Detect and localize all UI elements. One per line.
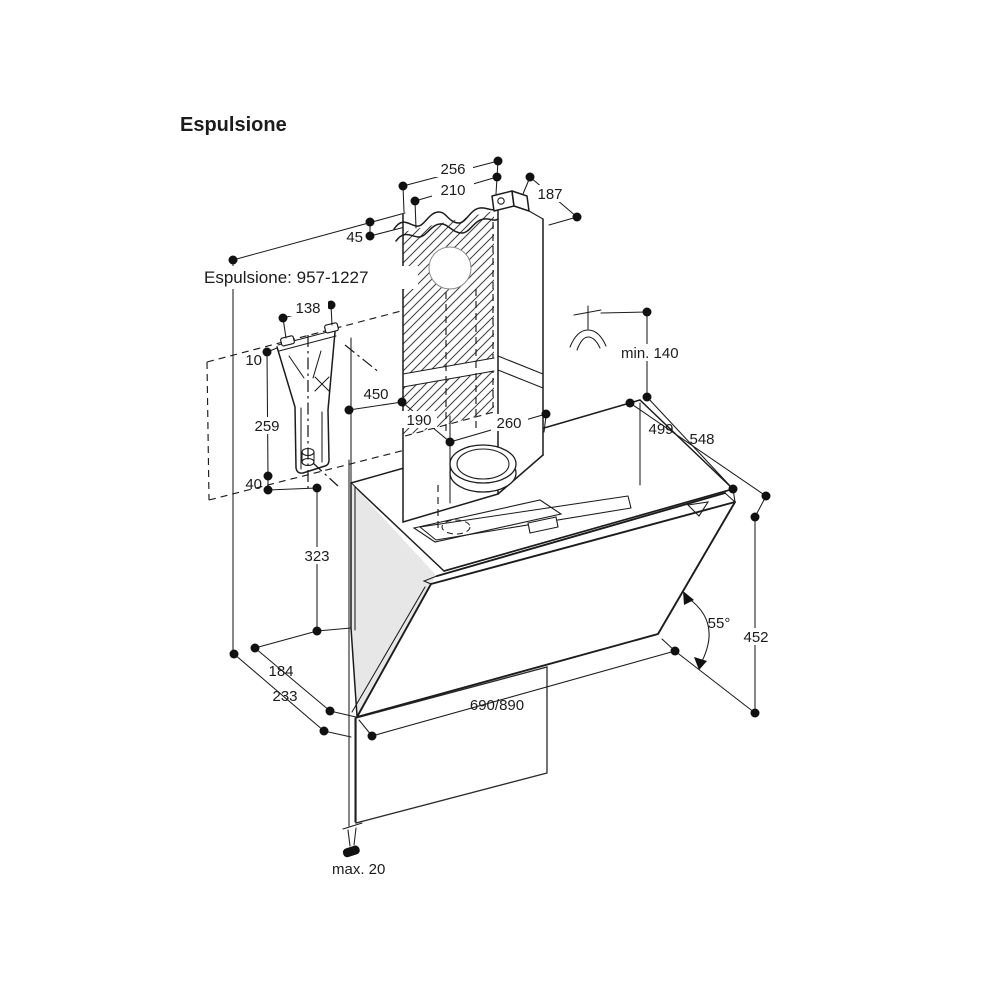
dim-45-label: 45: [346, 229, 363, 246]
dim-138-label: 138: [295, 300, 320, 317]
handle-bar: [436, 492, 726, 577]
duct-hole: [428, 246, 472, 290]
dim-max20-label: max. 20: [332, 861, 385, 878]
duct-mount-plate: [412, 499, 563, 543]
overall-height-reference: [232, 212, 406, 654]
hood-side-panel: [351, 483, 436, 716]
dim-548-label: 548: [689, 431, 714, 448]
dim-323-label: 323: [304, 548, 329, 565]
dim-min140-label: min. 140: [621, 345, 679, 362]
dim-210-label: 210: [440, 182, 465, 199]
spacer-foot-marker: [342, 845, 360, 858]
dim-187-label: 187: [537, 186, 562, 203]
duct-top-bracket: [491, 190, 544, 220]
dim-10-label: 10: [245, 352, 262, 369]
dim-233-label: 233: [272, 688, 297, 705]
dim-259-label: 259: [254, 418, 279, 435]
dim-40-label: 40: [245, 476, 262, 493]
wall-panel-edge: [342, 717, 363, 858]
hinge-gusset: [686, 501, 710, 517]
labels: Espulsione Espulsione: 957-1227 256 210 …: [180, 114, 774, 878]
dim-452-label: 452: [743, 629, 768, 646]
bracket-screw-right: [324, 304, 339, 334]
ceiling-hook-icon: [569, 305, 648, 351]
hidden-duct-outlet: [441, 519, 471, 535]
height-range-annotation: Espulsione: 957-1227: [204, 268, 368, 287]
mounting-bracket: [276, 304, 381, 492]
exhaust-duct-chimney: [393, 190, 563, 543]
dim-width-label: 690/890: [470, 697, 524, 714]
front-panel: [356, 501, 736, 718]
dim-450-label: 450: [363, 386, 388, 403]
glass-back-panel: [355, 666, 548, 824]
hood-top-plate: [350, 399, 734, 572]
page-title: Espulsione: [180, 114, 287, 136]
hood-body: [350, 482, 736, 824]
dim-190-label: 190: [406, 412, 431, 429]
dim-499-label: 499: [648, 421, 673, 438]
dim-260-label: 260: [496, 415, 521, 432]
latch-notch: [527, 516, 559, 534]
dim-256-label: 256: [440, 161, 465, 178]
break-line: [393, 206, 499, 230]
dimension-dots: [228, 156, 771, 741]
dim-angle-label: 55°: [708, 615, 731, 632]
dim-184-label: 184: [268, 663, 293, 680]
angle-arc: [683, 591, 710, 670]
duct-collar: [449, 444, 517, 493]
cut-mark-icon: [314, 376, 330, 392]
wall-shaft-hatch: [403, 211, 494, 436]
